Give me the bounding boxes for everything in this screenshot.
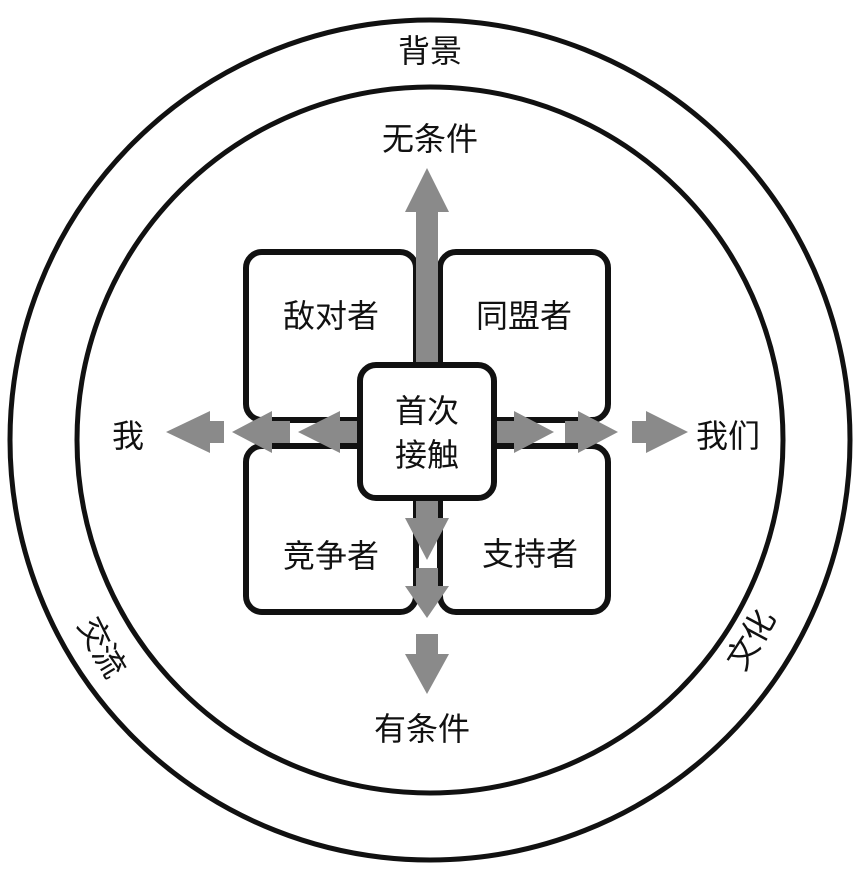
center-label-line2: 接触 xyxy=(395,436,459,474)
outer-right-label: 文化 xyxy=(718,603,783,677)
quadrant-bottom-left-label: 竞争者 xyxy=(283,537,379,575)
quadrant-bottom-right-label: 支持者 xyxy=(482,535,578,573)
arrow-left xyxy=(166,411,360,453)
arrow-right xyxy=(496,411,688,453)
center-label-line1: 首次 xyxy=(395,392,459,430)
axis-right-label: 我们 xyxy=(696,417,760,455)
quadrant-top-right-label: 同盟者 xyxy=(476,297,572,335)
axis-top-label: 无条件 xyxy=(382,120,478,158)
axis-bottom-label: 有条件 xyxy=(374,710,470,748)
inner-ring xyxy=(74,84,786,796)
outer-ring xyxy=(7,17,853,863)
outer-top-label: 背景 xyxy=(398,32,462,70)
quadrant-top-left-label: 敌对者 xyxy=(283,297,379,335)
arrow-up xyxy=(405,168,449,365)
axis-left-label: 我 xyxy=(112,417,144,455)
center-box xyxy=(357,362,497,501)
arrow-down xyxy=(405,498,449,694)
